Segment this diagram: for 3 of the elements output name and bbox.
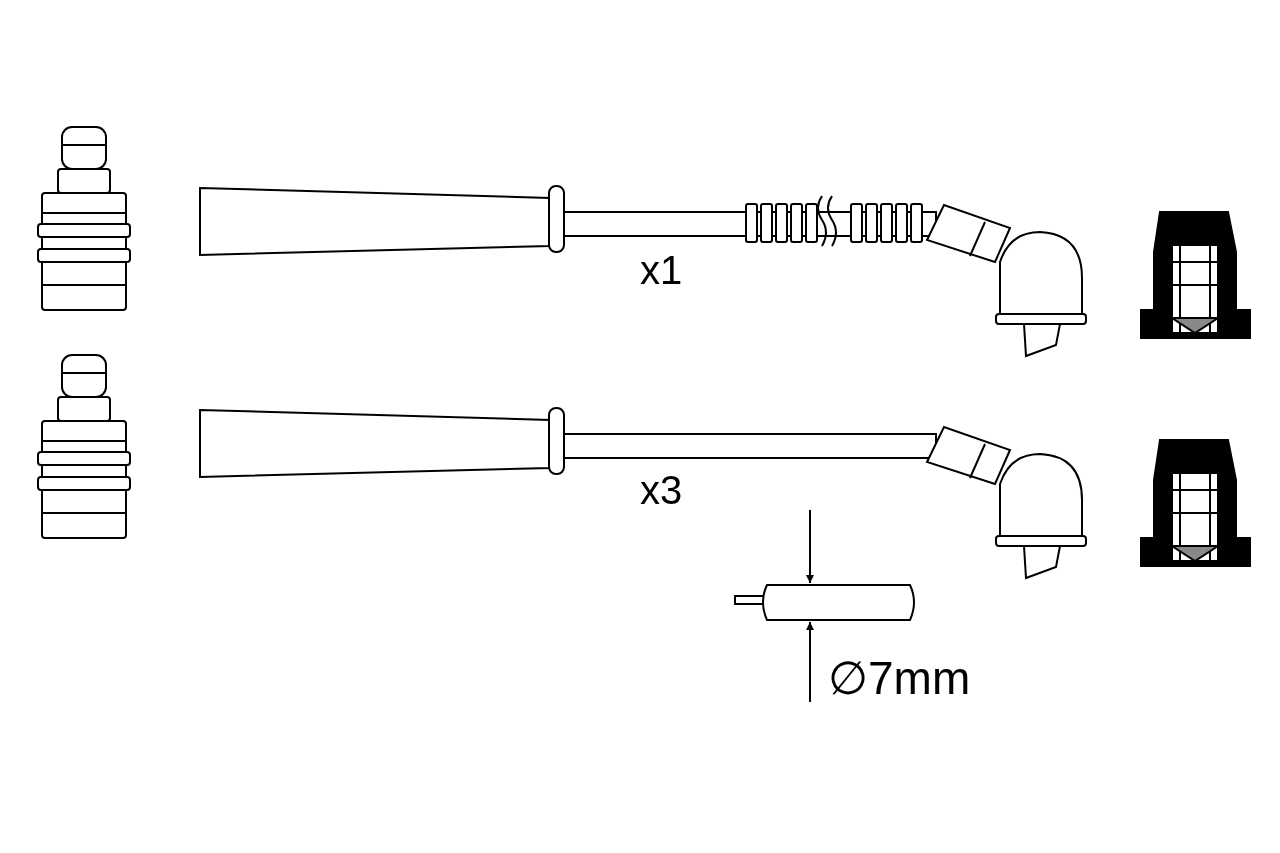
quantity-label: x1 [640,250,683,290]
quantity-label: x3 [640,470,683,510]
dimension-label: ∅7mm [828,655,971,701]
